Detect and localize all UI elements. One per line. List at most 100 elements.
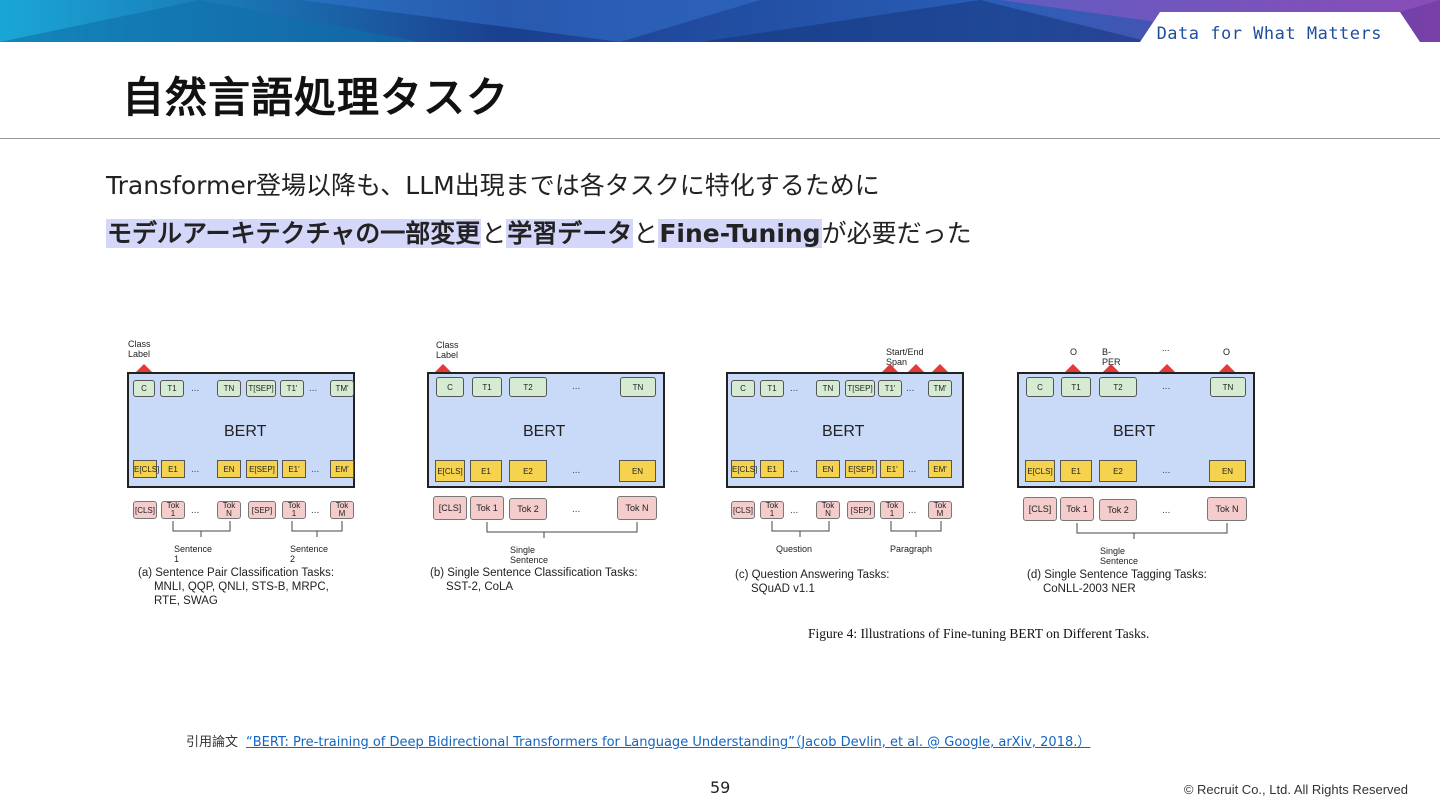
t-token: C [731,380,755,397]
e-token: EN [1209,460,1246,482]
bracket-lines [486,522,638,538]
intro-line-1: Transformer登場以降も、LLM出現までは各タスクに特化するために [106,171,880,200]
ellipsis: ... [908,464,917,475]
group-label: Single Sentence [1100,546,1139,567]
title-divider [0,138,1440,139]
e-token: E1 [161,460,185,478]
ellipsis: ... [1162,381,1171,392]
input-token: Tok N [217,501,241,519]
e-token: E1 [1060,460,1092,482]
group-label: Sentence 1 [174,544,213,565]
input-token: Tok N [816,501,840,519]
highlight-fine-tuning: Fine-Tuning [658,219,822,248]
input-token: Tok 2 [1099,499,1137,521]
input-token: Tok 1 [760,501,784,519]
input-token: Tok 1 [282,501,306,519]
output-arrows-icon [1065,364,1235,378]
e-token: E[CLS] [731,460,757,478]
input-token: Tok N [1207,497,1247,521]
span-label-c: Start/End Span [886,347,924,368]
t-token: T1 [760,380,784,397]
e-token: E2 [509,460,547,482]
input-token: [SEP] [847,501,875,519]
ellipsis: ... [191,383,200,394]
highlight-architecture: モデルアーキテクチャの一部変更 [106,219,482,248]
e-token: E1' [880,460,904,478]
bert-label-a: BERT [224,423,267,440]
top-banner [0,0,1440,42]
input-token: Tok 2 [509,498,547,520]
class-label-b: Class Label [436,340,459,361]
ellipsis: ... [790,505,799,516]
input-token: Tok 1 [470,496,504,520]
ellipsis: ... [572,381,581,392]
ellipsis: ... [311,505,320,516]
e-token: EN [816,460,840,478]
t-token: T1 [160,380,184,397]
panel-caption-a: (a) Sentence Pair Classification Tasks: … [138,567,335,607]
ellipsis: ... [572,465,581,476]
brand-tagline: Data for What Matters [1156,24,1382,44]
tag-label: O [1223,347,1231,357]
e-token: EM' [330,460,354,478]
connector-1: と [481,219,507,248]
e-token: E[CLS] [133,460,159,478]
t-token: T[SEP] [845,380,875,397]
citation-link[interactable]: “BERT: Pre-training of Deep Bidirectiona… [246,735,1091,750]
panel-caption-d: (d) Single Sentence Tagging Tasks: CoNLL… [1027,569,1207,595]
ellipsis: ... [790,464,799,475]
ellipsis: ... [191,464,200,475]
t-token: TM' [330,380,354,397]
e-token: E2 [1099,460,1137,482]
figure-caption: Figure 4: Illustrations of Fine-tuning B… [808,626,1150,641]
output-arrow-icon [136,364,152,378]
e-token: E1 [760,460,784,478]
page-number: 59 [710,778,731,797]
class-label-a: Class Label [128,339,151,360]
e-token: E1' [282,460,306,478]
t-token: C [1026,377,1054,397]
bert-label-d: BERT [1113,423,1156,440]
input-token: Tok 1 [880,501,904,519]
ellipsis: ... [191,505,200,516]
input-token: Tok 1 [1060,497,1094,521]
input-token: Tok N [617,496,657,520]
connector-2: と [633,219,659,248]
group-label: Question [776,544,813,554]
t-token: TN [217,380,241,397]
input-token: Tok M [928,501,952,519]
citation-label: 引用論文 [186,735,239,750]
ellipsis: ... [311,464,320,475]
t-token: T1 [472,377,502,397]
tag-label: ... [1162,343,1170,353]
input-token: Tok 1 [161,501,185,519]
bracket-lines [172,521,343,537]
tag-label: O [1070,347,1078,357]
e-token: EM' [928,460,952,478]
t-token: TM' [928,380,952,397]
t-token: T[SEP] [246,380,276,397]
highlight-training-data: 学習データ [506,219,634,248]
input-token: [CLS] [1023,497,1057,521]
output-arrows-icon [882,364,948,378]
t-token: TN [620,377,656,397]
group-label: Sentence 2 [290,544,329,565]
tag-label: B-PER [1102,347,1121,368]
page-title: 自然言語処理タスク [122,73,510,122]
ellipsis: ... [1162,505,1171,516]
input-token: [CLS] [731,501,755,519]
bracket-lines [771,521,942,537]
t-token: T1 [1061,377,1091,397]
ellipsis: ... [908,505,917,516]
e-token: EN [619,460,656,482]
e-token: E[CLS] [435,460,465,482]
t-token: T1' [878,380,902,397]
t-token: T2 [509,377,547,397]
input-token: [CLS] [433,496,467,520]
t-token: TN [1210,377,1246,397]
e-token: E1 [470,460,502,482]
bert-label-b: BERT [523,423,566,440]
bert-label-c: BERT [822,423,865,440]
ellipsis: ... [1162,465,1171,476]
ellipsis: ... [572,504,581,515]
